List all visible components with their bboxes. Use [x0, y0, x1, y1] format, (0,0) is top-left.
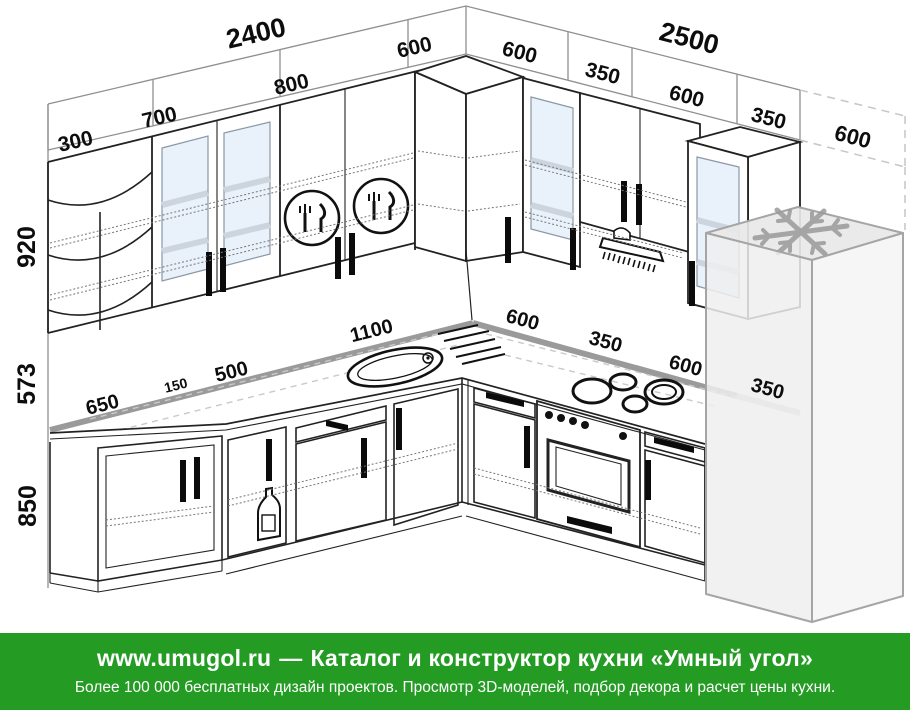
dim-right-s3: 350	[749, 103, 789, 134]
corner-base-cabinet	[49, 435, 223, 593]
banner-title: www.umugol.ru — Каталог и конструктор кухн…	[0, 645, 910, 672]
snowflake-icon	[752, 207, 850, 257]
dim-right-s1: 350	[583, 58, 623, 89]
base-cabinets-right	[461, 386, 706, 582]
base-cabinet-500	[295, 404, 387, 543]
door-handle	[621, 181, 627, 222]
fridge	[705, 206, 904, 623]
corner-wall-cabinet	[412, 55, 526, 263]
glass-cabinet-350	[522, 76, 581, 270]
cutlery-icon	[352, 177, 410, 235]
bottle-cargo-150	[227, 426, 287, 559]
range-hood	[598, 227, 665, 273]
door-handle	[636, 184, 642, 225]
drawer-handle	[654, 437, 694, 453]
door-handle	[180, 460, 186, 502]
cabinet-600-over-hood	[579, 91, 701, 257]
door-handle	[194, 457, 200, 499]
drawer-handle	[266, 439, 272, 481]
site-banner: www.umugol.ru — Каталог и конструктор кухн…	[0, 633, 910, 710]
shelf-dotted-lines-right	[524, 159, 798, 259]
door-handle	[361, 438, 367, 478]
dim-left-s3: 800	[272, 70, 311, 100]
dim-left-total: 2400	[223, 12, 288, 55]
dim-fridge-width: 600	[832, 120, 874, 153]
dim-left-corner: 600	[395, 33, 434, 63]
door-handle	[206, 252, 212, 296]
glass-panel	[161, 135, 209, 282]
drainboard-hatch	[437, 324, 506, 365]
oven-window	[546, 438, 631, 514]
base-cabinets-left	[49, 378, 469, 593]
door-handle	[524, 426, 530, 468]
door-handle	[570, 228, 576, 270]
drawer-handle	[486, 392, 524, 407]
door-handle	[335, 237, 341, 279]
dim-counter-350: 350	[587, 327, 625, 357]
banner-tagline: Более 100 000 бесплатных дизайн проектов…	[74, 679, 836, 696]
kitchen-drawing: 2400 600 300 700 800 600 2500 350 600 35…	[13, 5, 906, 623]
dim-counter-150: 150	[163, 375, 190, 396]
base-cabinet-drawer-door-left	[473, 386, 536, 520]
fridge-dimension-band	[799, 89, 906, 230]
door-handle	[349, 233, 355, 275]
door-handle	[220, 248, 226, 292]
footer-site-url[interactable]: www.umugol.ru	[97, 645, 272, 671]
glass-cabinet-700	[161, 121, 271, 296]
oven	[536, 399, 641, 549]
footer-separator: —	[279, 645, 303, 671]
worktop-back-edge-right	[472, 320, 738, 399]
cutlery-icon	[283, 189, 341, 247]
dish-cabinet-800	[283, 177, 410, 279]
dim-right-total: 2500	[656, 16, 722, 60]
door-handle	[396, 408, 402, 450]
drawer-handle	[326, 420, 348, 431]
corner-shelf-unit	[47, 171, 153, 330]
door-handle	[645, 460, 651, 500]
hob-burners	[571, 372, 685, 414]
dim-left-s2: 700	[140, 103, 179, 133]
sink-base-cabinet	[393, 378, 469, 527]
bottle-icon	[257, 486, 281, 542]
door-handle	[689, 261, 695, 306]
glass-panel	[223, 121, 271, 267]
dim-height-apron: 573	[13, 363, 41, 405]
dim-height-base: 850	[14, 485, 42, 527]
dim-height-wall: 920	[13, 226, 41, 268]
oven-handle	[567, 516, 612, 534]
base-cabinet-drawer-door-right	[644, 430, 706, 565]
footer-site-name: Каталог и конструктор кухни «Умный угол»	[310, 645, 813, 671]
door-handle	[505, 217, 511, 263]
sink	[346, 346, 444, 388]
